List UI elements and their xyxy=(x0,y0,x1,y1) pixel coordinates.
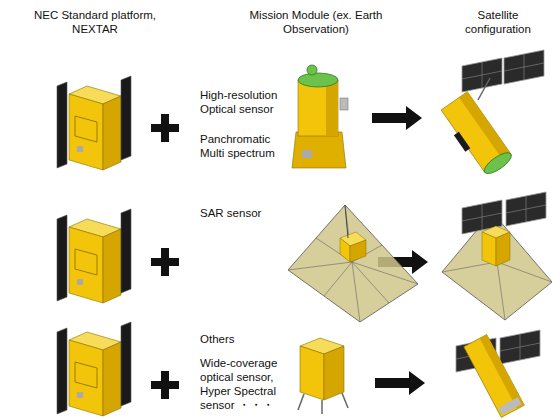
other-satellite-picture xyxy=(456,330,540,417)
sensor-label: High-resolution Optical sensor xyxy=(200,88,292,116)
arrow-symbol xyxy=(372,106,422,130)
plus-symbol xyxy=(151,114,179,142)
optical-satellite-picture xyxy=(438,50,544,180)
plus-symbol xyxy=(151,371,179,399)
sar-satellite-picture xyxy=(442,192,552,320)
sensor-label: SAR sensor xyxy=(200,206,290,220)
platform-picture xyxy=(57,322,131,416)
column-heading: NEC Standard platform, NEXTAR xyxy=(22,8,168,36)
sensor-label: Wide-coverage optical sensor, Hyper Spec… xyxy=(200,356,294,412)
platform-picture xyxy=(57,76,131,170)
sensor-label: Others xyxy=(200,332,290,346)
column-heading: Satellite configuration xyxy=(448,8,548,36)
plus-symbol xyxy=(151,248,179,276)
arrow-symbol xyxy=(375,371,425,395)
optical-sensor-picture xyxy=(292,65,348,168)
other-sensor-picture xyxy=(298,338,348,414)
column-heading: Mission Module (ex. Earth Observation) xyxy=(238,8,394,36)
platform-picture xyxy=(57,209,131,303)
sensor-label: Panchromatic Multi spectrum xyxy=(200,132,292,160)
sar-sensor-picture xyxy=(288,205,418,322)
